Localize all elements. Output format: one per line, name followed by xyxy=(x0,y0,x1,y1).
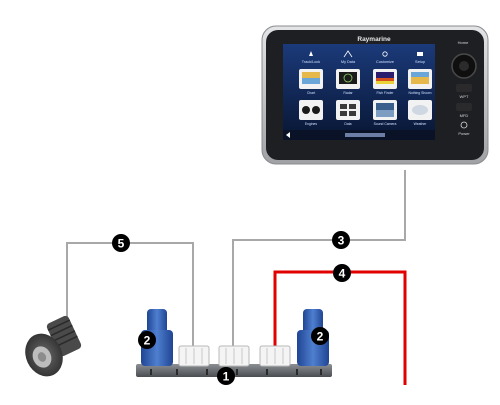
side-label: MFD xyxy=(460,113,469,118)
side-button xyxy=(456,84,472,92)
callout-3: 3 xyxy=(332,231,350,249)
side-label: Home xyxy=(458,40,469,45)
control-panel: Home WPT MFD Power xyxy=(451,40,477,136)
tile-data: Data xyxy=(336,100,360,126)
svg-text:Engines: Engines xyxy=(305,122,318,126)
transducer-sensor xyxy=(25,315,82,377)
data-icon xyxy=(343,50,353,58)
display-screen xyxy=(283,44,435,140)
svg-text:Chart: Chart xyxy=(307,91,315,95)
svg-text:Radar: Radar xyxy=(343,91,353,95)
svg-text:2: 2 xyxy=(144,334,151,348)
screen-label: Customize xyxy=(376,60,394,64)
callout-4: 4 xyxy=(333,264,351,282)
svg-text:Fish Finder: Fish Finder xyxy=(377,91,395,95)
t-piece xyxy=(259,345,291,367)
svg-text:5: 5 xyxy=(118,237,125,251)
tile-nothing-shown: Nothing Shown xyxy=(408,69,432,95)
t-piece xyxy=(218,345,250,367)
screen-label: Track/Lock xyxy=(302,60,321,64)
side-label: Power xyxy=(458,131,470,136)
svg-text:Data: Data xyxy=(344,122,351,126)
callout-5: 5 xyxy=(112,234,130,252)
svg-text:Weather: Weather xyxy=(414,122,428,126)
callout-2-left: 2 xyxy=(138,331,156,349)
customize-icon xyxy=(382,51,388,57)
t-piece xyxy=(178,345,210,367)
tile-fish-finder: Fish Finder xyxy=(373,69,397,95)
power-icon xyxy=(460,121,468,129)
tile-weather: Weather xyxy=(408,100,432,126)
tile-chart: Chart xyxy=(299,69,323,95)
track-icon xyxy=(309,51,313,56)
back-arrow-icon xyxy=(286,132,290,138)
svg-text:1: 1 xyxy=(223,370,230,384)
svg-text:Nothing Shown: Nothing Shown xyxy=(409,91,432,95)
cable-3-gray xyxy=(232,170,406,348)
cable-5-gray xyxy=(66,242,194,348)
svg-text:2: 2 xyxy=(317,330,324,344)
side-label: WPT xyxy=(460,94,469,99)
brand-logo: Raymarine xyxy=(357,36,391,43)
screen-label: My Data xyxy=(341,60,356,64)
callout-1: 1 xyxy=(217,367,235,385)
tile-engines: Engines xyxy=(299,100,323,126)
svg-text:3: 3 xyxy=(338,234,345,248)
side-button xyxy=(456,103,472,111)
setup-icon xyxy=(417,52,423,56)
svg-text:4: 4 xyxy=(339,267,346,281)
svg-text:Sound Camera: Sound Camera xyxy=(374,122,397,126)
screen-top-menu: Track/Lock My Data Customize Setup xyxy=(302,50,425,64)
backbone xyxy=(136,364,332,377)
screen-label: Setup xyxy=(415,60,425,64)
tile-radar: Radar xyxy=(336,69,360,95)
multifunction-display: Raymarine Track/Lock My Data Customize S… xyxy=(261,25,489,165)
tile-sound-camera: Sound Camera xyxy=(373,100,397,126)
callout-2-right: 2 xyxy=(311,327,329,345)
